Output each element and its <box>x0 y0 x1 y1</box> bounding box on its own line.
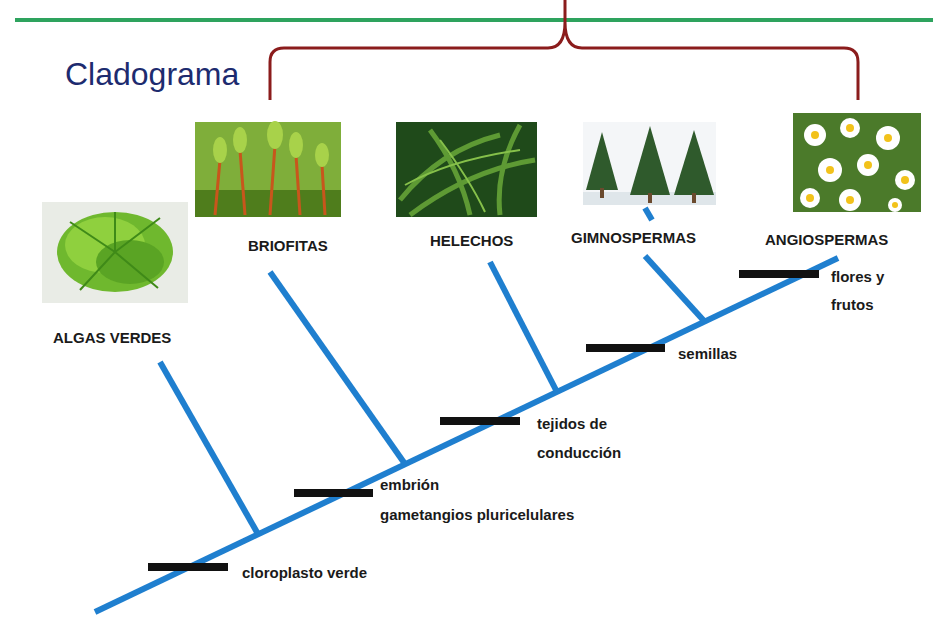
group-bracket <box>270 0 858 100</box>
fern-picture <box>396 122 537 217</box>
taxon-label: BRIOFITAS <box>248 237 328 255</box>
trait-label: tejidos de conducción <box>537 409 642 467</box>
gymnosperm-picture <box>583 122 716 205</box>
bryophyte-picture <box>195 121 341 217</box>
cladogram-tree <box>95 208 838 612</box>
taxon-label: HELECHOS <box>430 232 513 250</box>
trait-label: gametangios pluricelulares <box>380 506 574 524</box>
trait-label: semillas <box>678 345 737 363</box>
trait-bars <box>148 274 819 567</box>
trait-label: embrión <box>380 476 439 494</box>
diagram-title: Cladograma <box>65 55 239 93</box>
green-algae-picture <box>42 202 188 303</box>
trait-label: cloroplasto verde <box>242 564 367 582</box>
taxon-label: ANGIOSPERMAS <box>765 231 888 249</box>
angiosperm-picture <box>793 113 921 212</box>
taxon-label: ALGAS VERDES <box>53 329 171 347</box>
header-rule <box>15 18 933 22</box>
trait-label: flores y frutos <box>831 263 903 319</box>
taxon-label: GIMNOSPERMAS <box>571 229 696 247</box>
